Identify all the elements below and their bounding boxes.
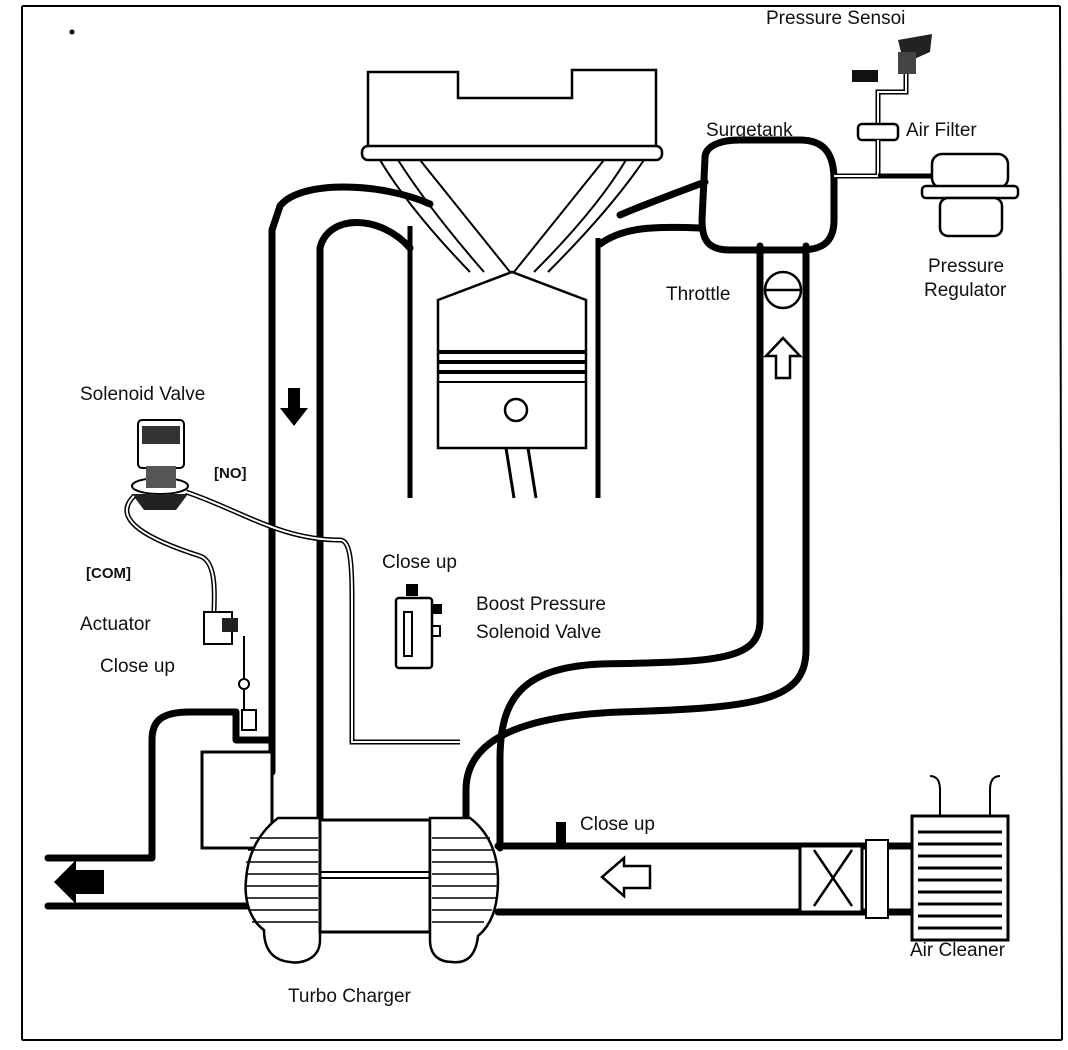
exhaust-pipe — [44, 708, 276, 910]
vacuum-hoses — [124, 489, 460, 745]
label-close-up-actuator: Close up — [100, 656, 175, 677]
exhaust-arrow-left-icon — [54, 860, 104, 904]
flow-arrow-down-icon — [280, 388, 308, 426]
scan-dot — [69, 29, 75, 35]
label-no-port: [NO] — [214, 465, 247, 482]
solenoid-valve — [131, 419, 189, 510]
label-solenoid-valve: Solenoid Valve — [80, 384, 205, 405]
air-cleaner — [910, 775, 1010, 942]
exhaust-duct — [268, 183, 434, 824]
valve-ports — [379, 159, 645, 273]
label-air-filter: Air Filter — [906, 120, 977, 141]
label-throttle: Throttle — [666, 284, 730, 305]
throttle-valve — [763, 270, 803, 310]
label-pressure-regulator-2: Regulator — [924, 280, 1007, 301]
cylinder-head — [360, 68, 664, 162]
label-com-port: [COM] — [86, 565, 131, 582]
page-border — [21, 5, 1063, 1041]
air-filter — [834, 122, 900, 179]
flow-arrow-left-icon — [600, 855, 652, 899]
label-air-cleaner: Air Cleaner — [910, 940, 1006, 961]
label-boost-valve-2: Solenoid Valve — [476, 622, 601, 643]
cylinder-block — [407, 226, 601, 498]
pressure-sensor — [852, 34, 932, 126]
label-turbo-charger: Turbo Charger — [288, 986, 412, 1007]
intake-pipe — [494, 822, 916, 919]
label-boost-valve-1: Boost Pressure — [476, 594, 606, 615]
actuator — [203, 611, 257, 731]
label-pressure-regulator-1: Pressure — [928, 256, 1004, 277]
surge-tank — [698, 136, 838, 254]
turbo-charger-body — [244, 816, 500, 964]
boost-pressure-solenoid-valve — [394, 584, 442, 670]
pressure-regulator — [878, 152, 1020, 238]
label-close-up-boost: Close up — [382, 552, 457, 573]
label-surgetank: Surgetank — [706, 120, 793, 141]
piston — [436, 270, 588, 499]
label-pressure-sensor: Pressure Sensoi — [766, 8, 905, 29]
label-close-up-intake: Close up — [580, 814, 655, 835]
label-actuator: Actuator — [80, 614, 151, 635]
flow-arrow-up-icon — [763, 336, 803, 380]
